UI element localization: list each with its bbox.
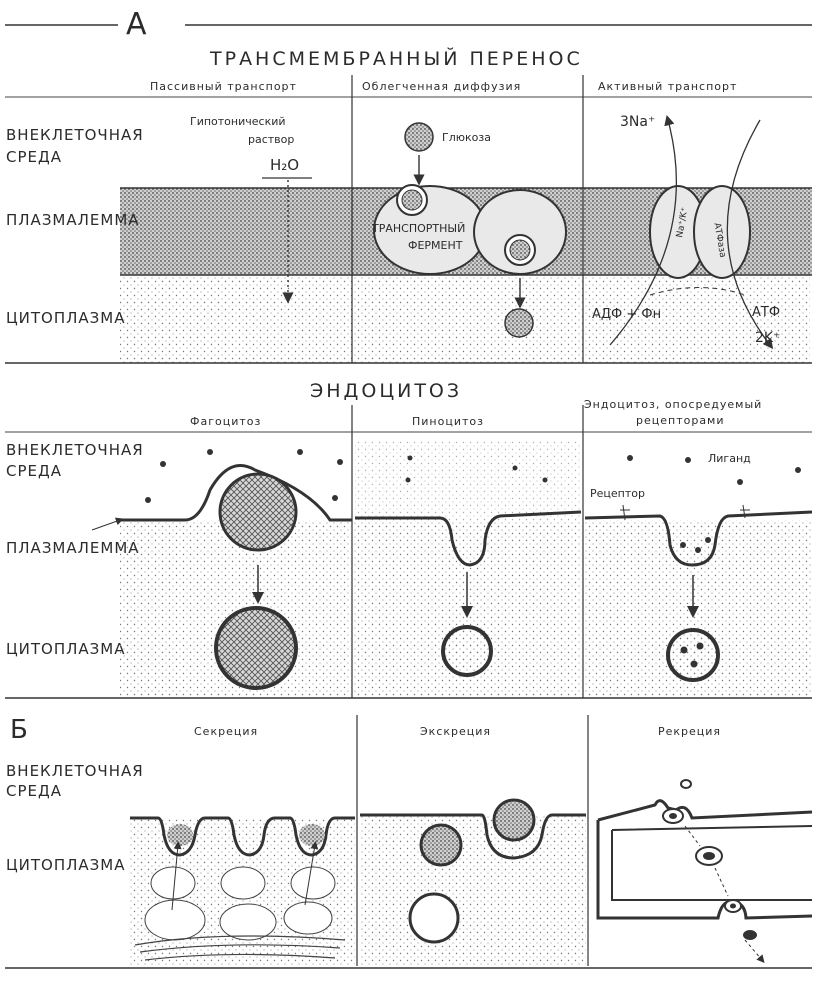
glucose-label: Глюкоза	[442, 131, 491, 144]
phagocytosis-membrane	[120, 464, 352, 522]
phagocytosed-particle	[218, 472, 298, 552]
col-header-active: Активный транспорт	[598, 80, 737, 93]
excretion-membrane	[360, 813, 586, 860]
col-header-facilitated: Облегченная диффузия	[362, 80, 521, 93]
transport-enzyme-right	[473, 189, 567, 275]
col-header-pinocytosis: Пиноцитоз	[412, 415, 484, 428]
adp-label: АДФ + Фн	[592, 307, 661, 322]
secretion-membrane	[130, 816, 355, 857]
pinosome	[441, 625, 493, 677]
glucose-released	[504, 308, 534, 338]
enzyme-label-2: ФЕРМЕНТ	[408, 239, 463, 252]
phagosome	[214, 606, 298, 690]
col-header-receptor-2: рецепторами	[636, 414, 725, 427]
recretion-cell-top	[597, 799, 813, 822]
panel-b: Б Секреция Экскреция Рекреция ВНЕКЛЕТОЧН…	[5, 715, 813, 969]
receptor-vesicle	[666, 628, 720, 682]
endocytosis-title: ЭНДОЦИТОЗ	[310, 380, 462, 402]
endo-row-extracellular-2: СРЕДА	[6, 462, 62, 480]
na-label: 3Na⁺	[620, 114, 655, 130]
col-header-recretion: Рекреция	[658, 725, 721, 738]
col-header-passive: Пассивный транспорт	[150, 80, 297, 93]
panel-a-title: ТРАНСМЕМБРАННЫЙ ПЕРЕНОС	[209, 47, 583, 70]
col-header-secretion: Секреция	[194, 725, 258, 738]
row-label-extracellular-1: ВНЕКЛЕТОЧНАЯ	[6, 126, 144, 144]
receptor-mediated-membrane	[584, 510, 813, 567]
b-row-extracellular-1: ВНЕКЛЕТОЧНАЯ	[6, 762, 144, 780]
panel-a: А ТРАНСМЕМБРАННЫЙ ПЕРЕНОС Пассивный тран…	[5, 7, 812, 364]
na-k-atpase-right	[693, 185, 751, 279]
col-header-receptor-1: Эндоцитоз, опосредуемый	[584, 398, 762, 411]
row-label-plasmalemma: ПЛАЗМАЛЕММА	[6, 211, 140, 229]
receptor-label: Рецептор	[590, 487, 645, 500]
pinocytosis-membrane	[355, 510, 582, 567]
endo-row-extracellular-1: ВНЕКЛЕТОЧНАЯ	[6, 441, 144, 459]
row-label-cytoplasm: ЦИТОПЛАЗМА	[6, 309, 125, 327]
recretion-cell-left	[596, 820, 813, 920]
water-label: H₂O	[270, 156, 299, 174]
col-header-phagocytosis: Фагоцитоз	[190, 415, 261, 428]
glucose-molecule	[404, 122, 434, 152]
k-label: 2K⁺	[755, 330, 780, 346]
panel-b-letter: Б	[10, 715, 28, 745]
hypotonic-label-1: Гипотонический	[190, 115, 286, 128]
col-header-excretion: Экскреция	[420, 725, 491, 738]
b-row-extracellular-2: СРЕДА	[6, 782, 62, 800]
enzyme-label-1: ТРАНСПОРТНЫЙ	[371, 222, 465, 235]
ligand-label: Лиганд	[708, 452, 751, 465]
b-row-cytoplasm: ЦИТОПЛАЗМА	[6, 856, 125, 874]
row-label-extracellular-2: СРЕДА	[6, 148, 62, 166]
panel-endocytosis: ЭНДОЦИТОЗ Фагоцитоз Пиноцитоз Эндоцитоз,…	[5, 380, 813, 699]
atp-label: АТФ	[752, 305, 780, 320]
endo-row-cytoplasm: ЦИТОПЛАЗМА	[6, 640, 125, 658]
endo-row-plasmalemma: ПЛАЗМАЛЕММА	[6, 539, 140, 557]
hypotonic-label-2: раствор	[248, 133, 294, 146]
panel-a-letter: А	[126, 7, 147, 42]
